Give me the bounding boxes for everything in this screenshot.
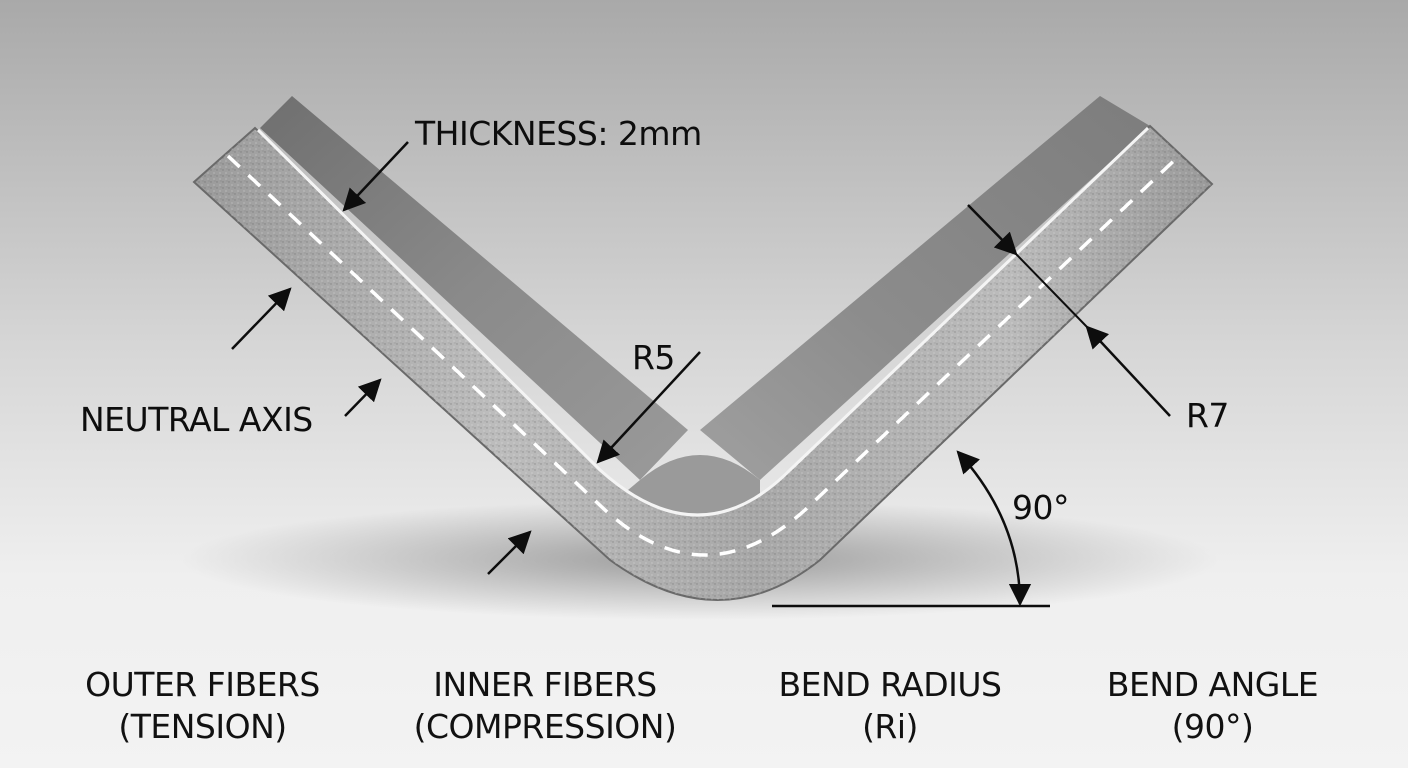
caption-bend-radius: BEND RADIUS (Ri) <box>760 664 1020 748</box>
neutral-axis-label: NEUTRAL AXIS <box>80 400 313 439</box>
caption-inner-fibers-line1: INNER FIBERS <box>433 665 657 704</box>
caption-bend-radius-line1: BEND RADIUS <box>778 665 1003 704</box>
outer-radius-label: R7 <box>1186 396 1229 435</box>
caption-bend-angle-line1: BEND ANGLE <box>1106 665 1319 704</box>
caption-bend-angle-line2: (90°) <box>1171 707 1254 746</box>
r7-dimension-line <box>1015 253 1088 328</box>
angle-label: 90° <box>1012 488 1070 527</box>
r7-leader <box>1085 325 1171 417</box>
left-inner-face <box>260 96 688 480</box>
angle-arc <box>956 450 1032 607</box>
caption-inner-fibers: INNER FIBERS (COMPRESSION) <box>395 664 695 748</box>
caption-outer-fibers-line2: (TENSION) <box>118 707 287 746</box>
thickness-label: THICKNESS: 2mm <box>415 114 702 153</box>
outer-surface-arrow <box>231 287 292 350</box>
inner-radius-label: R5 <box>632 338 675 377</box>
caption-outer-fibers: OUTER FIBERS (TENSION) <box>60 664 345 748</box>
lower-left-arrow <box>487 530 532 575</box>
caption-bend-radius-line2: (Ri) <box>862 707 918 746</box>
caption-bend-angle: BEND ANGLE (90°) <box>1085 664 1340 748</box>
r5-leader <box>596 351 701 464</box>
caption-inner-fibers-line2: (COMPRESSION) <box>413 707 677 746</box>
neutral-axis-arrow <box>344 378 382 417</box>
inner-edge-highlight <box>256 126 1150 517</box>
right-inner-face <box>700 96 1150 480</box>
neutral-axis-line <box>226 153 1182 557</box>
r7-top-arrow <box>967 204 1018 256</box>
thickness-arrow <box>342 141 409 212</box>
caption-outer-fibers-line1: OUTER FIBERS <box>85 665 320 704</box>
